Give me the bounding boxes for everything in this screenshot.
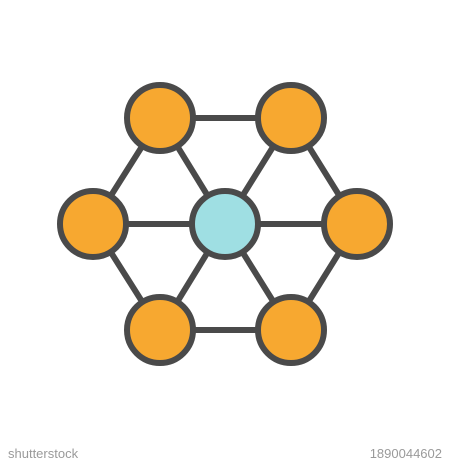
node-top-right (255, 82, 327, 154)
node-right (321, 188, 393, 260)
node-left (57, 188, 129, 260)
watermark-image-id: 1890044602 (369, 446, 442, 461)
watermark-brand: shutterstock (8, 446, 79, 461)
center-node (189, 188, 261, 260)
node-top-left (124, 82, 196, 154)
network-nodes (57, 82, 393, 366)
watermark-bar (0, 438, 450, 470)
node-bottom-left (124, 294, 196, 366)
node-bottom-right (255, 294, 327, 366)
